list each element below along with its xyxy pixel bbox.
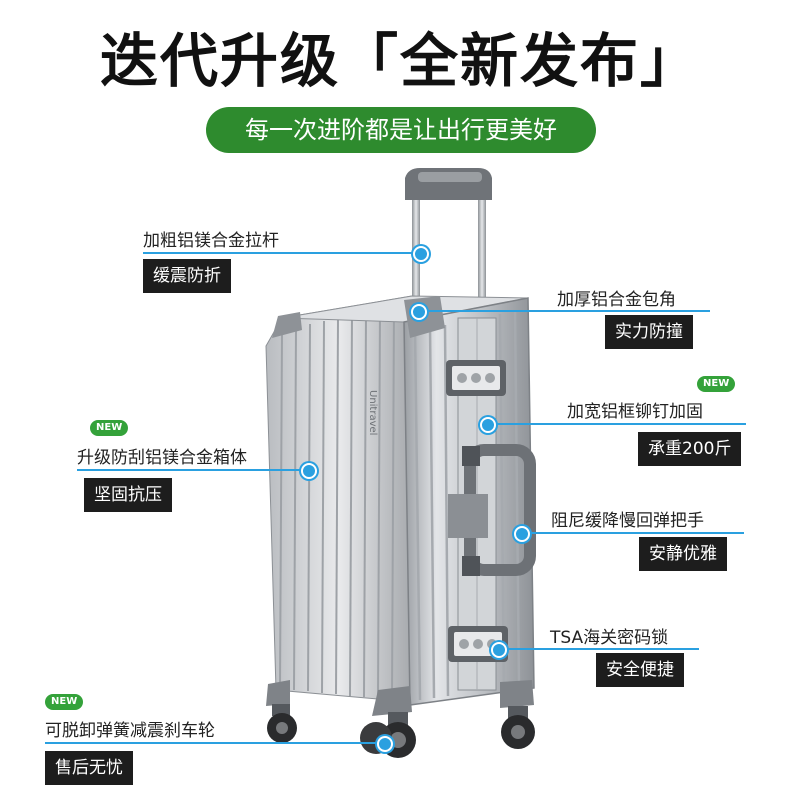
callout-dot-corner <box>411 304 427 320</box>
callout-line-handle <box>143 252 418 254</box>
tsa-lock-top <box>446 360 506 396</box>
headline: 迭代升级「全新发布」 <box>99 27 700 95</box>
callout-dot-shell <box>301 463 317 479</box>
callout-dot-wheels <box>377 736 393 752</box>
subheadline-banner: 每一次进阶都是让出行更美好 <box>206 107 596 153</box>
callout-line-corner <box>418 310 710 312</box>
new-badge-shell: NEW <box>90 420 129 436</box>
feature-label-wheels: 可脱卸弹簧减震刹车轮 <box>45 721 215 741</box>
callout-line-shell <box>77 469 309 471</box>
callout-dot-frame <box>480 417 496 433</box>
feature-tag-frame: 承重200斤 <box>638 432 742 466</box>
feature-label-carry-handle: 阻尼缓降慢回弹把手 <box>551 511 704 531</box>
feature-label-frame: 加宽铝框铆钉加固 <box>567 402 703 422</box>
feature-tag-wheels: 售后无忧 <box>45 751 133 785</box>
callout-dot-carry-handle <box>514 526 530 542</box>
spinner-wheels <box>267 704 535 758</box>
feature-label-shell: 升级防刮铝镁合金箱体 <box>77 448 247 468</box>
callout-line-carry-handle <box>522 532 744 534</box>
feature-label-lock: TSA海关密码锁 <box>550 628 669 648</box>
feature-tag-corner: 实力防撞 <box>605 315 693 349</box>
callout-dot-handle <box>413 246 429 262</box>
callout-line-wheels <box>45 742 385 744</box>
suitcase-side-panel <box>265 295 413 703</box>
tsa-lock-bottom <box>448 626 508 662</box>
feature-tag-shell: 坚固抗压 <box>84 478 172 512</box>
feature-label-corner: 加厚铝合金包角 <box>557 290 676 310</box>
carry-handle <box>448 444 536 576</box>
feature-tag-handle: 缓震防折 <box>143 259 231 293</box>
callout-line-lock <box>498 648 699 650</box>
brand-mark: Unitravel <box>367 390 378 435</box>
new-badge-frame: NEW <box>697 376 736 392</box>
new-badge-wheels: NEW <box>45 694 84 710</box>
feature-tag-lock: 安全便捷 <box>596 653 684 687</box>
feature-label-handle: 加粗铝镁合金拉杆 <box>143 231 279 251</box>
telescoping-handle <box>405 168 492 310</box>
feature-tag-carry-handle: 安静优雅 <box>639 537 727 571</box>
callout-line-frame <box>488 423 746 425</box>
callout-dot-lock <box>491 642 507 658</box>
